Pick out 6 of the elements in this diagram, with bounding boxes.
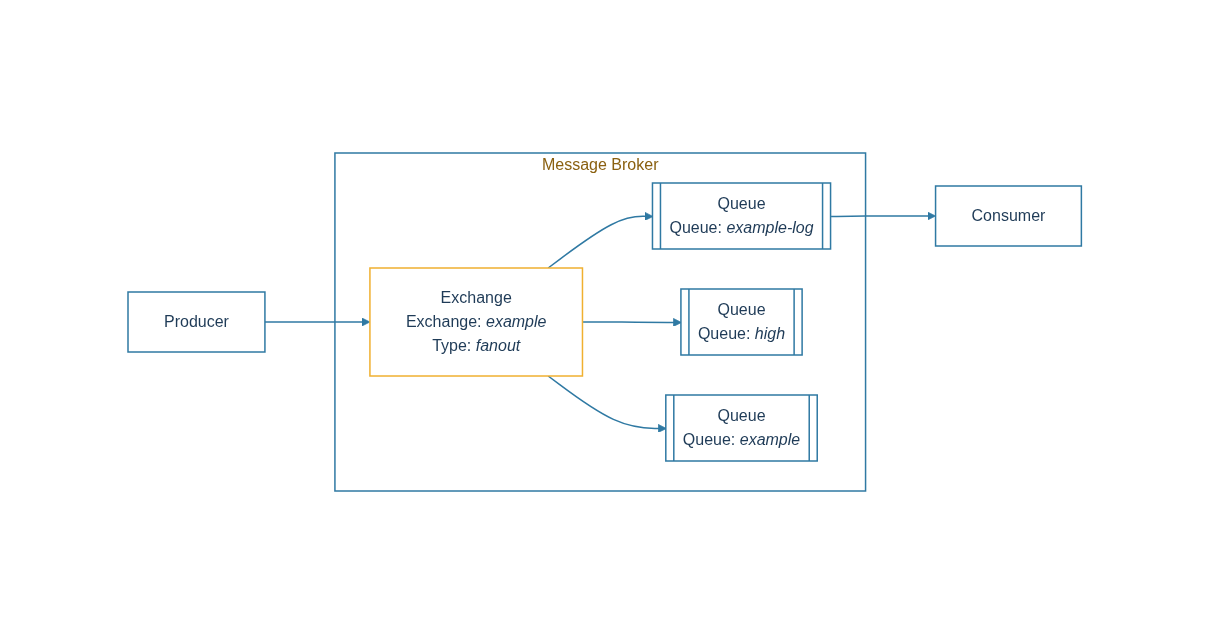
arrow <box>830 211 936 220</box>
arrow <box>547 211 654 269</box>
node-box: Exchange Exchange: example Type: fanout <box>369 266 584 377</box>
arrow <box>547 374 667 433</box>
node-box: Producer <box>127 290 266 353</box>
node-box: Consumer <box>934 184 1082 247</box>
